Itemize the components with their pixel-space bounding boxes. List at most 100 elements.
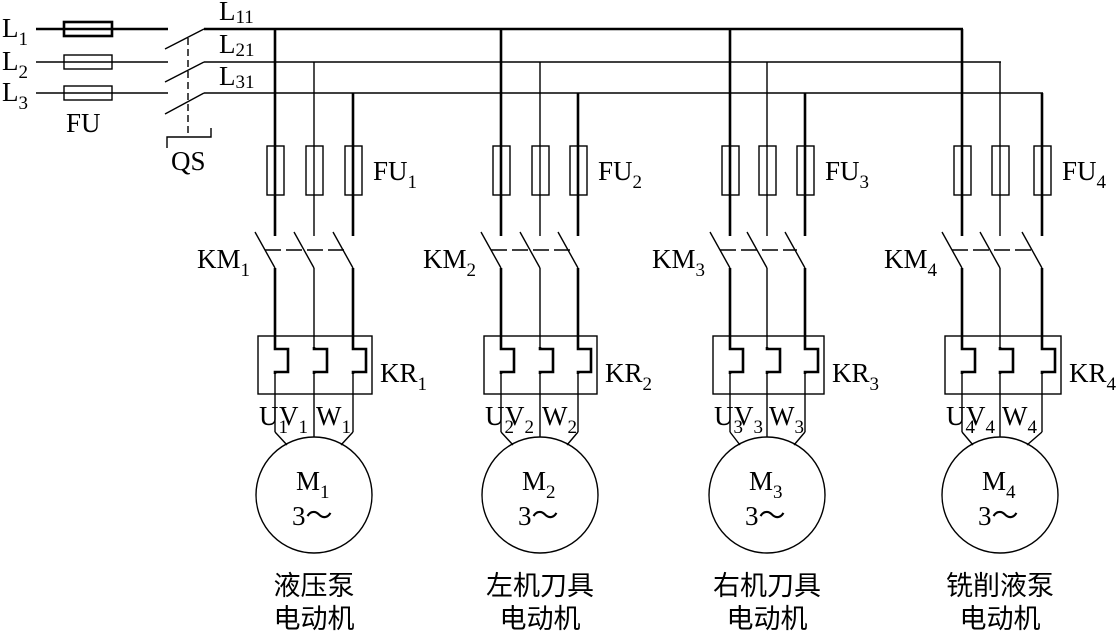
thermal-relay-box	[944, 335, 1062, 395]
bus-label-l21: L21	[219, 29, 255, 61]
terminal-label-u: U1	[259, 401, 288, 438]
motor-lead-u	[729, 431, 741, 446]
motor-lead-u	[500, 431, 514, 446]
phase-label-l1: L1	[2, 13, 28, 50]
motor-caption-line-1: 左机刀具	[486, 571, 594, 602]
motor-lead-w	[793, 431, 806, 446]
thermal-relay-label: KR3	[832, 358, 879, 395]
phase-label-l2: L2	[2, 46, 28, 83]
motor-symbol	[941, 436, 1059, 554]
thermal-element-phase-3	[1040, 347, 1057, 374]
branch-fuse-phase-3	[796, 145, 815, 196]
motor-caption-line-2: 电动机	[274, 604, 355, 635]
motor-caption-line-2: 电动机	[727, 604, 808, 635]
branch-fuse-phase-2	[758, 145, 777, 196]
motor-type: 3～	[292, 501, 333, 531]
branch-fuse-phase-1	[492, 145, 511, 196]
branch-fuse-phase-1	[953, 145, 972, 196]
branch-fuse-label: FU3	[825, 156, 869, 193]
motor-caption-line-1: 液压泵	[274, 571, 355, 602]
motor-caption-line-1: 右机刀具	[713, 571, 821, 602]
motor-symbol	[481, 436, 599, 554]
terminal-label-u: U4	[946, 401, 976, 438]
motor-symbol	[708, 436, 826, 554]
branch-fuse-phase-1	[721, 145, 740, 196]
thermal-element-phase-1	[960, 347, 977, 374]
main-fuse-l3	[63, 85, 113, 101]
thermal-element-phase-2	[765, 347, 782, 374]
branch-fuse-label: FU1	[373, 156, 417, 193]
thermal-element-phase-2	[998, 347, 1015, 374]
motor-caption-line-2: 电动机	[500, 604, 581, 635]
thermal-relay-label: KR2	[605, 358, 652, 395]
contactor-blade-phase-2	[979, 231, 1001, 269]
motor-name: M3	[749, 466, 783, 503]
terminal-label-u: U3	[714, 401, 743, 438]
terminal-label-v: V4	[966, 401, 996, 438]
motor-type: 3～	[518, 501, 559, 531]
thermal-relay-box	[257, 335, 373, 395]
thermal-relay-label: KR4	[1069, 358, 1117, 395]
supply-section: L1 L2 L3 FU QS L11 L21 L31	[2, 0, 1043, 176]
contactor-label: KM4	[884, 244, 938, 281]
terminal-label-v: V2	[505, 401, 534, 438]
main-fuse-l1	[62, 20, 114, 38]
motor-caption-line-1: 铣削液泵	[946, 571, 1054, 602]
contactor-blade-phase-2	[293, 231, 315, 269]
motor-lead-u	[274, 431, 288, 446]
terminal-label-w: W1	[316, 401, 351, 438]
contactor-blade-phase-2	[519, 231, 541, 269]
thermal-element-phase-2	[312, 347, 329, 374]
thermal-relay-label: KR1	[380, 358, 427, 395]
thermal-element-phase-1	[273, 347, 290, 374]
thermal-relay-box	[712, 335, 825, 395]
qs-blade-l1	[164, 28, 205, 50]
motor-caption-line-2: 电动机	[960, 604, 1041, 635]
thermal-element-phase-2	[538, 347, 555, 374]
terminal-label-w: W2	[542, 401, 577, 438]
motor-name: M2	[522, 466, 556, 503]
thermal-element-phase-3	[803, 347, 820, 374]
phase-label-l3: L3	[2, 77, 28, 114]
branch-fuse-phase-2	[531, 145, 550, 196]
contactor-label: KM3	[652, 244, 705, 281]
thermal-element-phase-3	[351, 347, 368, 374]
branch-fuse-phase-2	[305, 145, 324, 196]
terminal-label-w: W4	[1002, 401, 1037, 438]
terminal-label-u: U2	[485, 401, 514, 438]
branch-fuse-phase-3	[569, 145, 588, 196]
motor-name: M4	[982, 466, 1016, 503]
contactor-label: KM1	[197, 244, 250, 281]
motor-name: M1	[296, 466, 330, 503]
main-fuse-l2	[63, 54, 113, 70]
motor-lead-w	[566, 431, 579, 446]
qs-label: QS	[171, 146, 206, 176]
qs-blade-l3	[164, 92, 205, 115]
branch-fuse-phase-1	[266, 145, 285, 196]
terminal-label-w: W3	[769, 401, 804, 438]
terminal-label-v: V3	[734, 401, 763, 438]
motor-lead-w	[340, 431, 354, 446]
bus-label-l11: L11	[219, 0, 254, 28]
qs-handle	[166, 128, 212, 148]
qs-blade-l2	[164, 61, 205, 83]
thermal-element-phase-1	[499, 347, 516, 374]
thermal-element-phase-3	[576, 347, 593, 374]
contactor-label: KM2	[423, 244, 476, 281]
branch-fuse-label: FU4	[1062, 156, 1107, 193]
main-fuse-label: FU	[66, 108, 101, 138]
branch-fuse-phase-2	[991, 145, 1010, 196]
contactor-blade-phase-3	[1021, 231, 1043, 269]
motor-type: 3～	[978, 501, 1019, 531]
branch-fuse-phase-3	[1033, 145, 1052, 196]
branch-fuse-phase-3	[344, 145, 363, 196]
bus-label-l31: L31	[219, 61, 255, 93]
motor-lead-u	[961, 431, 974, 446]
branch-fuse-label: FU2	[598, 156, 642, 193]
motor-lead-w	[1026, 431, 1043, 446]
